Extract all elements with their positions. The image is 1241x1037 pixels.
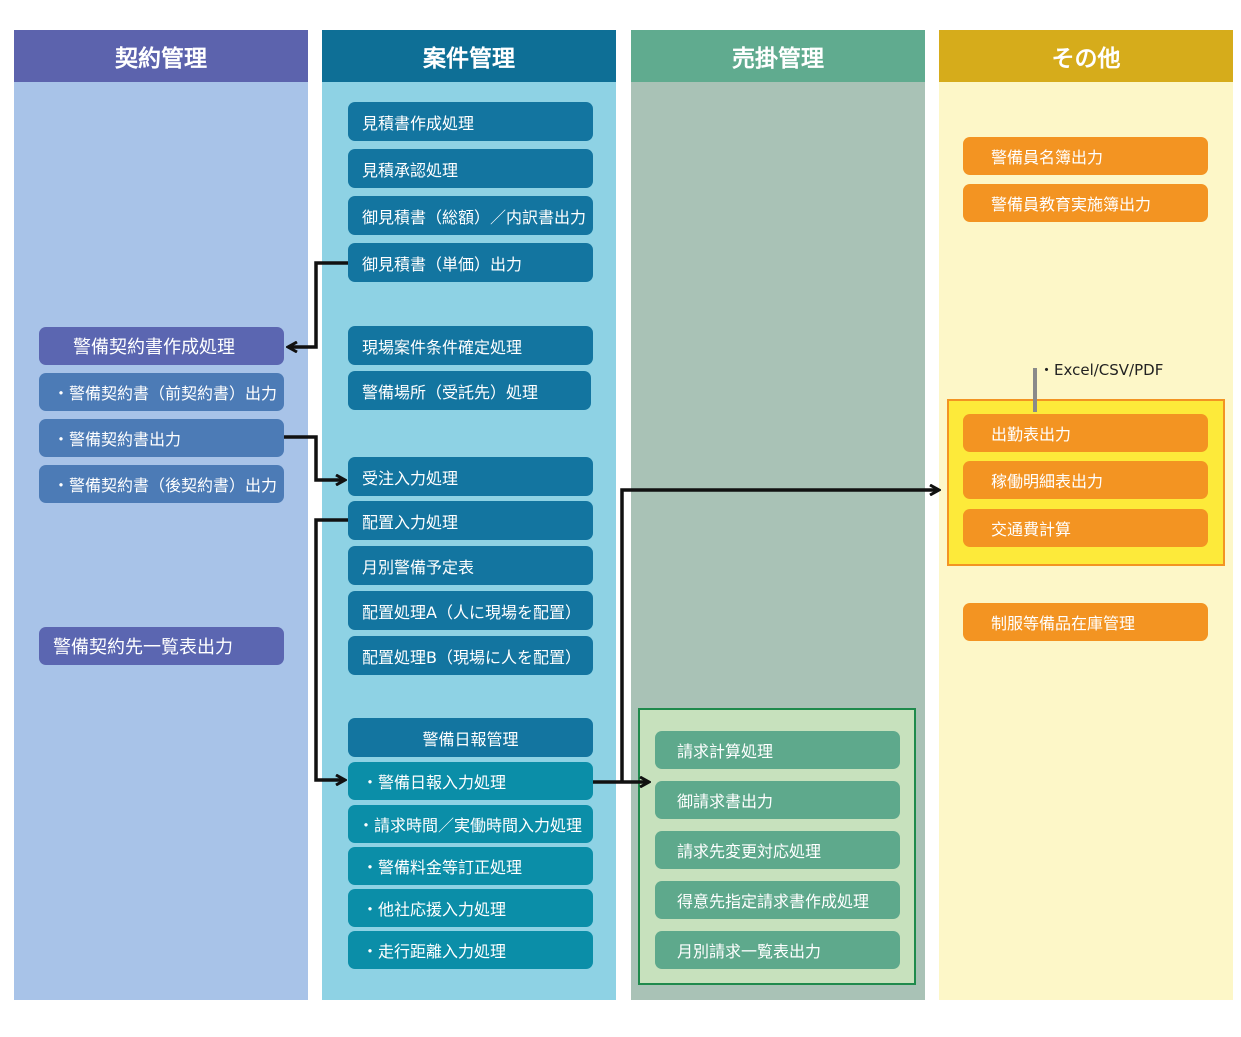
keiyaku-item[interactable]: ・警備契約書（前契約書）出力 — [39, 373, 284, 411]
anken-item[interactable]: 見積書作成処理 — [348, 102, 593, 141]
sonota-item[interactable]: 稼働明細表出力 — [963, 461, 1208, 499]
keiyaku-item[interactable]: ・警備契約書（後契約書）出力 — [39, 465, 284, 503]
anken-item[interactable]: 受注入力処理 — [348, 457, 593, 496]
keiyaku-item[interactable]: 警備契約先一覧表出力 — [39, 627, 284, 665]
urikake-item[interactable]: 請求先変更対応処理 — [655, 831, 900, 869]
anken-item[interactable]: 御見積書（単価）出力 — [348, 243, 593, 282]
anken-item[interactable]: 警備日報管理 — [348, 718, 593, 757]
urikake-item[interactable]: 請求計算処理 — [655, 731, 900, 769]
anken-item[interactable]: 御見積書（総額）／内訳書出力 — [348, 196, 593, 235]
anken-item[interactable]: ・警備料金等訂正処理 — [348, 847, 593, 885]
urikake-item[interactable]: 月別請求一覧表出力 — [655, 931, 900, 969]
anken-item[interactable]: 警備場所（受託先）処理 — [348, 371, 591, 410]
anken-item[interactable]: 現場案件条件確定処理 — [348, 326, 593, 365]
sonota-item[interactable]: 警備員名簿出力 — [963, 137, 1208, 175]
sonota-item[interactable]: 出勤表出力 — [963, 414, 1208, 452]
keiyaku-item[interactable]: 警備契約書作成処理 — [39, 327, 284, 365]
anken-item[interactable]: 配置処理A（人に現場を配置） — [348, 591, 593, 630]
anken-item[interactable]: ・請求時間／実働時間入力処理 — [348, 805, 593, 843]
urikake-item[interactable]: 御請求書出力 — [655, 781, 900, 819]
sonota-item[interactable]: 制服等備品在庫管理 — [963, 603, 1208, 641]
keiyaku-header: 契約管理 — [14, 30, 308, 82]
anken-item[interactable]: ・警備日報入力処理 — [348, 762, 593, 800]
anken-item[interactable]: 配置処理B（現場に人を配置） — [348, 636, 593, 675]
export-format-note: ・Excel/CSV/PDF — [1039, 361, 1164, 379]
urikake-header: 売掛管理 — [631, 30, 925, 82]
keiyaku-item[interactable]: ・警備契約書出力 — [39, 419, 284, 457]
sonota-item[interactable]: 警備員教育実施簿出力 — [963, 184, 1208, 222]
sonota-item[interactable]: 交通費計算 — [963, 509, 1208, 547]
urikake-item[interactable]: 得意先指定請求書作成処理 — [655, 881, 900, 919]
anken-header: 案件管理 — [322, 30, 616, 82]
anken-item[interactable]: ・他社応援入力処理 — [348, 889, 593, 927]
anken-item[interactable]: 見積承認処理 — [348, 149, 593, 188]
sonota-header: その他 — [939, 30, 1233, 82]
anken-item[interactable]: 配置入力処理 — [348, 501, 593, 540]
keiyaku-column — [14, 82, 308, 1000]
anken-item[interactable]: 月別警備予定表 — [348, 546, 593, 585]
note-connector — [1033, 368, 1037, 412]
anken-item[interactable]: ・走行距離入力処理 — [348, 931, 593, 969]
